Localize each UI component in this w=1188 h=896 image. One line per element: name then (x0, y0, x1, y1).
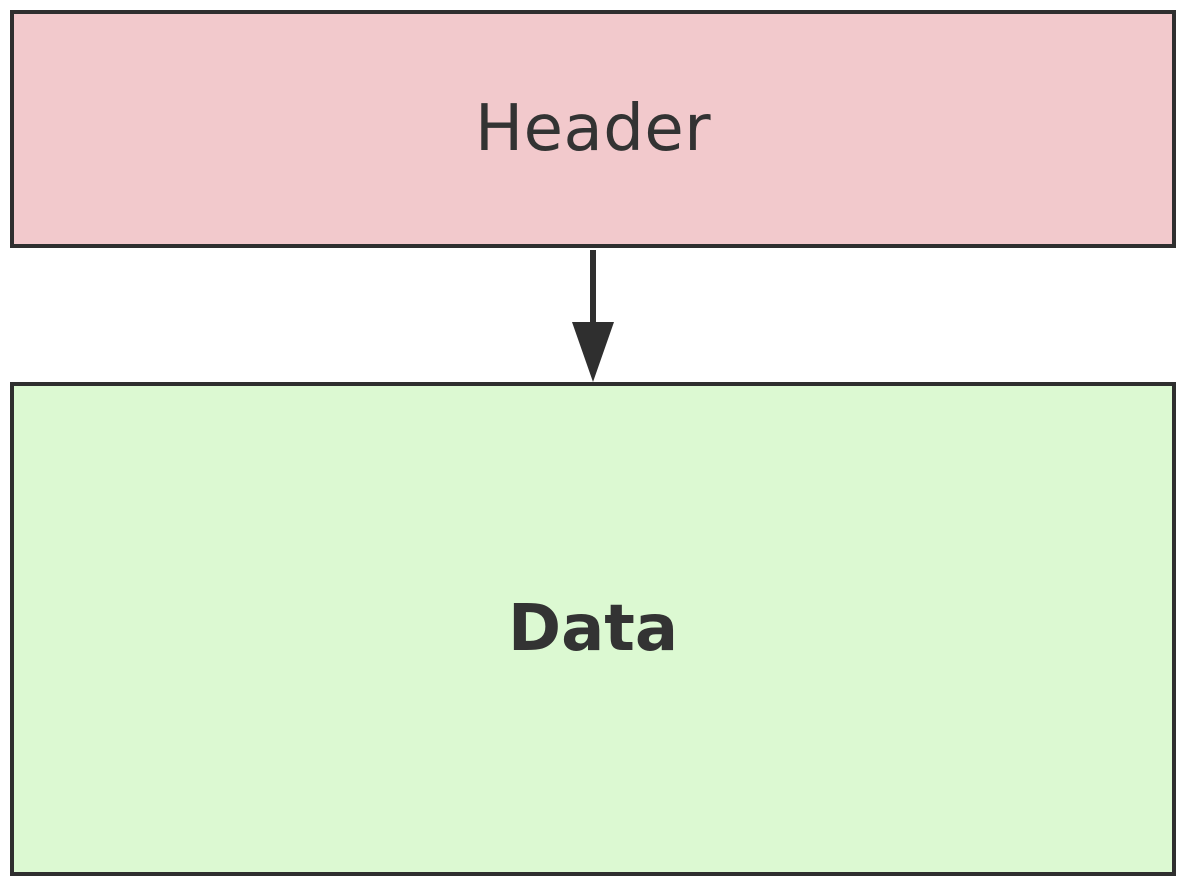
header-node: Header (10, 10, 1176, 248)
header-node-label: Header (474, 92, 712, 166)
data-node: Data (10, 382, 1176, 876)
data-node-label: Data (507, 592, 679, 666)
arrowhead-icon (572, 322, 614, 382)
